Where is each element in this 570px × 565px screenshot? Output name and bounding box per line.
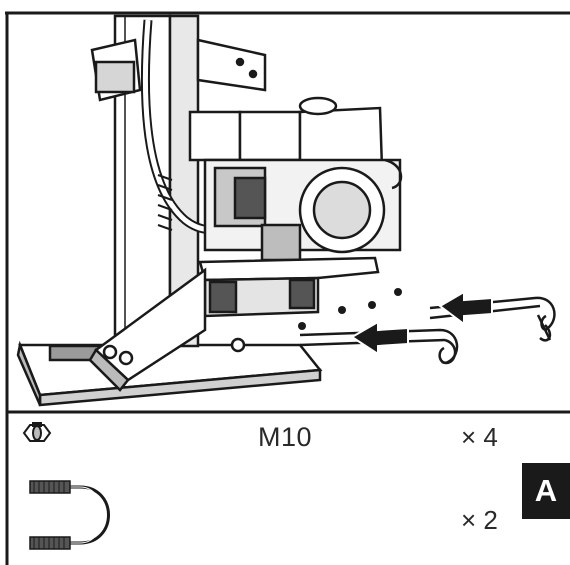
angled-brace xyxy=(88,267,246,392)
nut-quantity: × 4 xyxy=(461,422,498,452)
u-bolt-quantity: × 2 xyxy=(461,505,498,535)
spring xyxy=(157,174,173,231)
mounting-plate xyxy=(198,256,380,318)
hex-nut-icon xyxy=(22,422,52,442)
insert-arrows xyxy=(350,290,493,356)
diagram-frame xyxy=(5,11,570,565)
engine xyxy=(188,96,403,262)
nut-size-label: M10 xyxy=(258,422,313,452)
top-bracket xyxy=(90,38,267,102)
step-badge: A xyxy=(522,463,570,519)
u-bolt-icon xyxy=(29,480,110,550)
bolt-holes xyxy=(298,288,402,330)
